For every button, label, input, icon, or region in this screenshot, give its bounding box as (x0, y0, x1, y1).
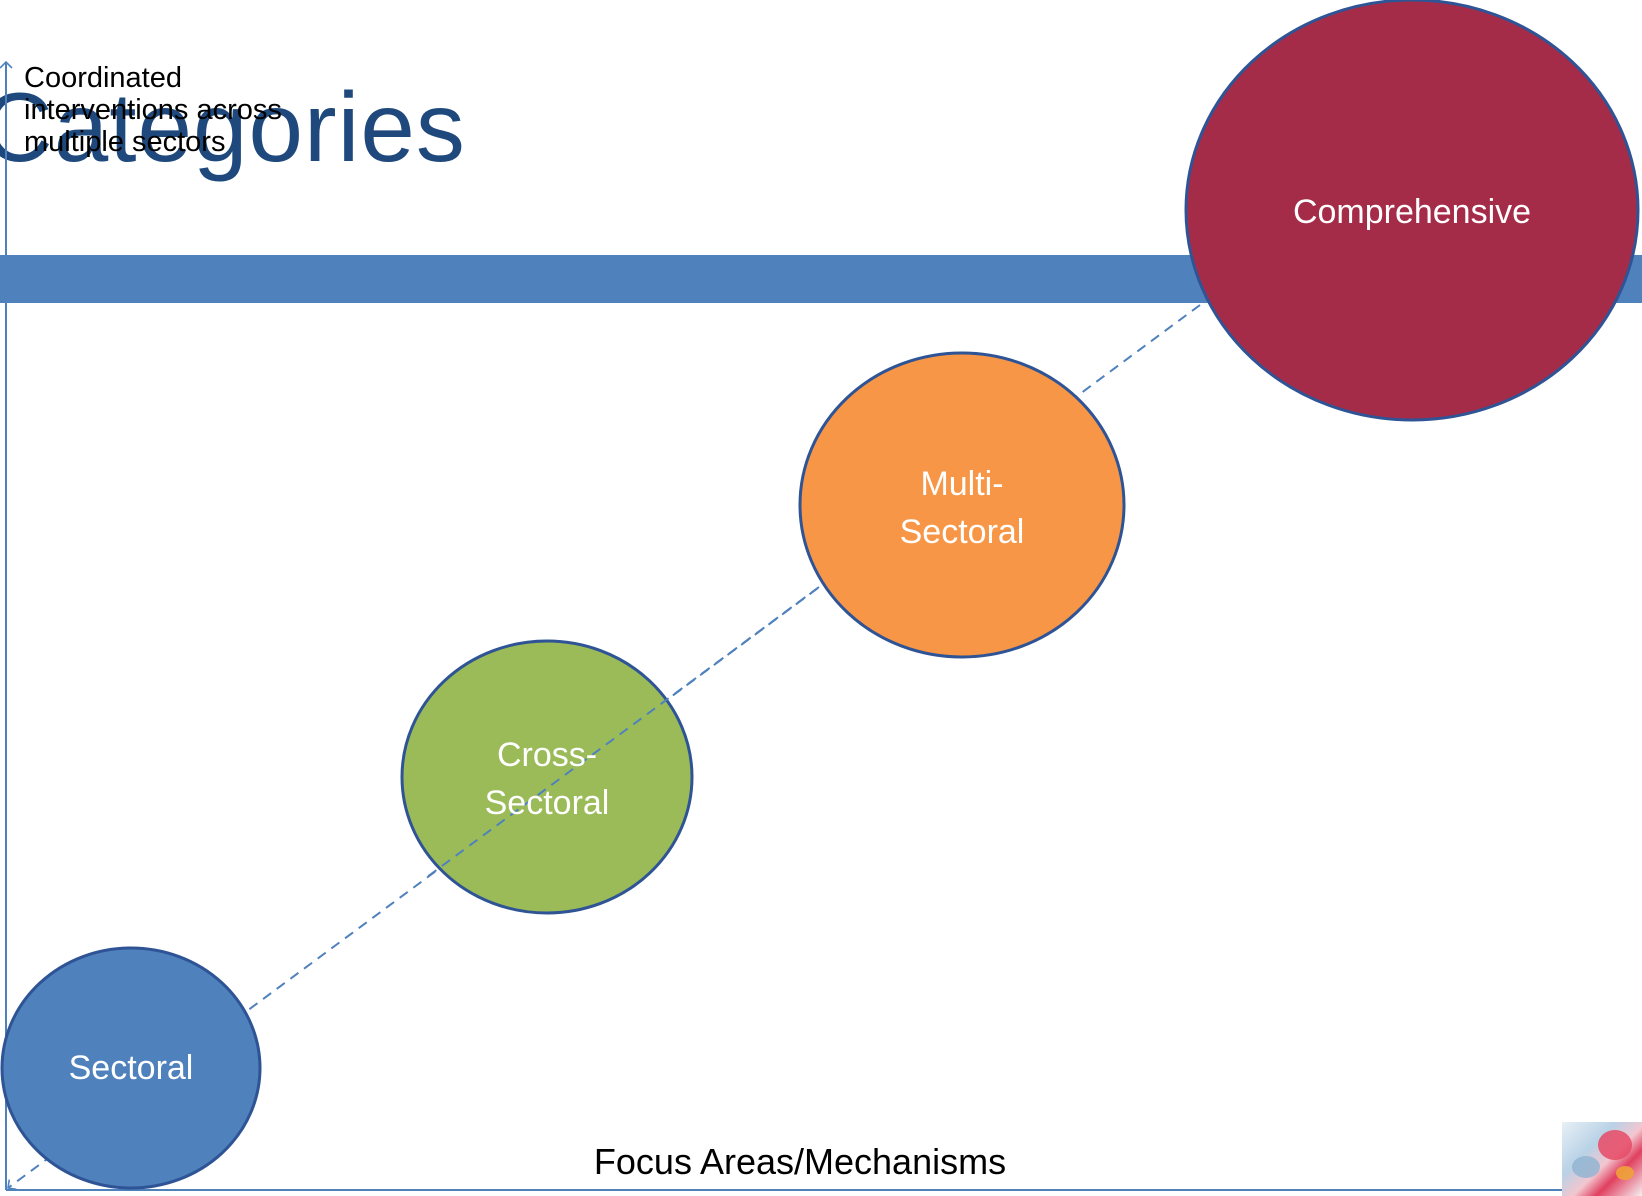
node-label-sectoral: Sectoral (68, 1049, 194, 1087)
node-multi-sectoral-shape (798, 351, 1126, 659)
node-label-cross-sectoral: Cross- Sectoral (484, 736, 610, 822)
watercolor-thumbnail-image (1562, 1122, 1642, 1196)
node-label-comprehensive: Comprehensive (1292, 193, 1532, 231)
trend-line-overlay (422, 586, 820, 881)
slide-title: Categories (0, 72, 466, 182)
node-comprehensive-shape (1184, 0, 1640, 422)
node-label-multi-sectoral: Multi- Sectoral (899, 465, 1025, 551)
thumbnail-red-spot (1598, 1130, 1632, 1160)
node-sectoral-shape (0, 946, 262, 1190)
node-cross-sectoral-shape (400, 639, 694, 915)
thumbnail-blue-spot (1572, 1156, 1600, 1178)
x-axis-label: Focus Areas/Mechanisms (593, 1141, 1007, 1182)
thumbnail-orange-spot (1616, 1166, 1634, 1180)
y-axis-label: Coordinated interventions across multipl… (24, 62, 282, 158)
